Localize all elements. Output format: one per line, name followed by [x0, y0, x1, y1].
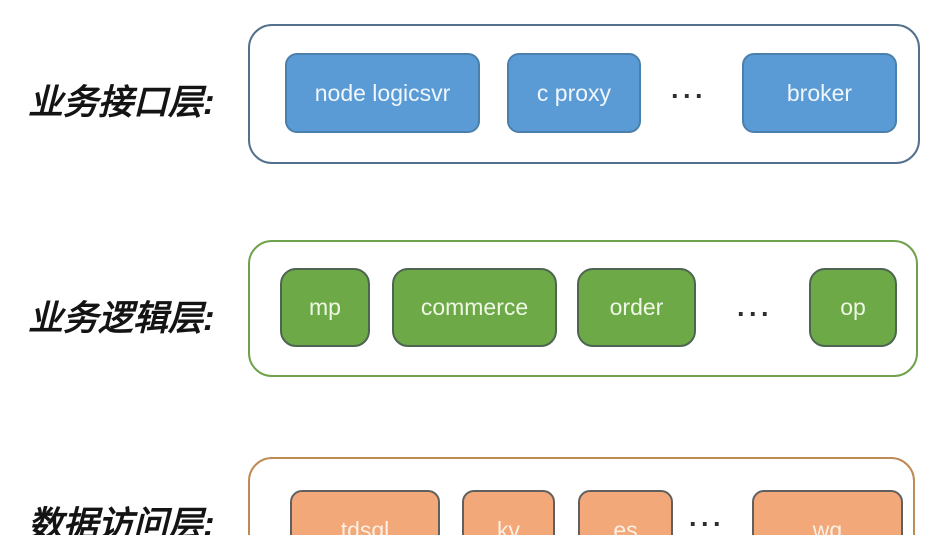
ellipsis-business-interface: ··· [671, 81, 707, 111]
component-commerce: commerce [392, 268, 557, 347]
ellipsis-business-logic: ··· [737, 299, 773, 329]
component-broker: broker [742, 53, 897, 133]
layer-label-data-access: 数据访问层: [28, 505, 215, 535]
layer-label-business-interface: 业务接口层: [28, 83, 215, 122]
component-node-logicsvr: node logicsvr [285, 53, 480, 133]
ellipsis-data-access: ··· [689, 509, 725, 535]
component-op: op [809, 268, 897, 347]
component-es: es [578, 490, 673, 535]
layer-label-business-logic: 业务逻辑层: [28, 299, 215, 338]
component-kv: kv [462, 490, 555, 535]
component-c-proxy: c proxy [507, 53, 641, 133]
component-order: order [577, 268, 696, 347]
component-tdsql: tdsql [290, 490, 440, 535]
component-mp: mp [280, 268, 370, 347]
component-wq: wq [752, 490, 903, 535]
